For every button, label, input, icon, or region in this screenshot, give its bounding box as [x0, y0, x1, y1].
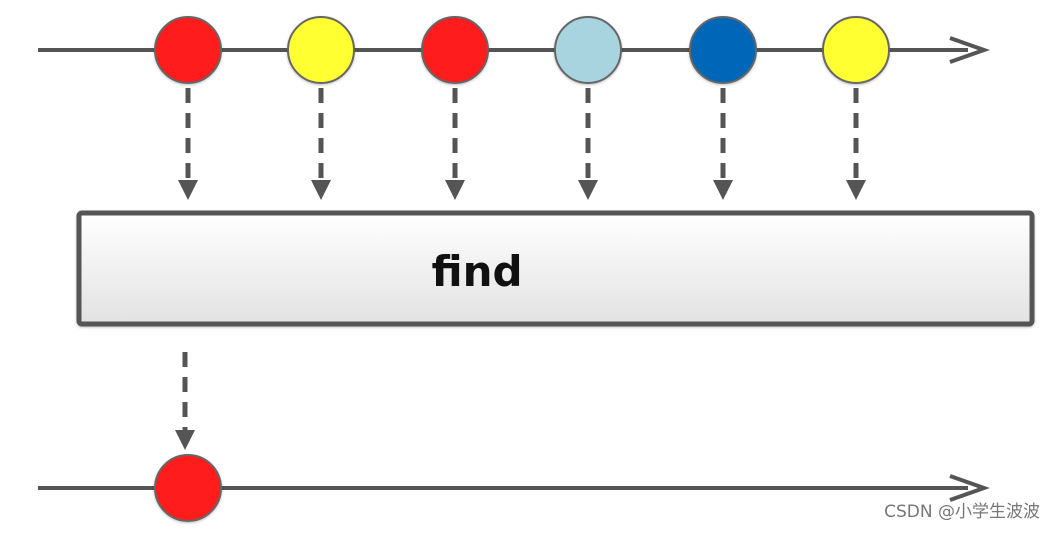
emission-arrow-3	[445, 88, 465, 200]
input-timeline-arrowhead	[949, 36, 991, 64]
emission-arrows	[178, 88, 866, 200]
operator-label: find	[431, 247, 522, 296]
input-marble-2-yellow	[287, 16, 355, 84]
output-emission-arrow	[175, 352, 195, 450]
watermark: CSDN @小学生波波	[884, 502, 1040, 522]
output-arrow	[175, 352, 195, 450]
emission-arrow-5	[713, 88, 733, 200]
input-marble-4-light-blue	[554, 16, 622, 84]
emission-arrow-2	[311, 88, 331, 200]
output-timeline-arrowhead	[949, 474, 991, 502]
input-marble-3-red	[421, 16, 489, 84]
input-marble-1-red	[154, 16, 222, 84]
operator-box	[76, 210, 1035, 327]
emission-arrow-4	[578, 88, 598, 200]
output-marbles	[154, 454, 222, 522]
input-marble-5-blue	[689, 16, 757, 84]
emission-arrow-1	[178, 88, 198, 200]
input-marbles	[154, 16, 890, 84]
input-marble-6-yellow	[822, 16, 890, 84]
emission-arrow-6	[846, 88, 866, 200]
output-marble-1-red	[154, 454, 222, 522]
